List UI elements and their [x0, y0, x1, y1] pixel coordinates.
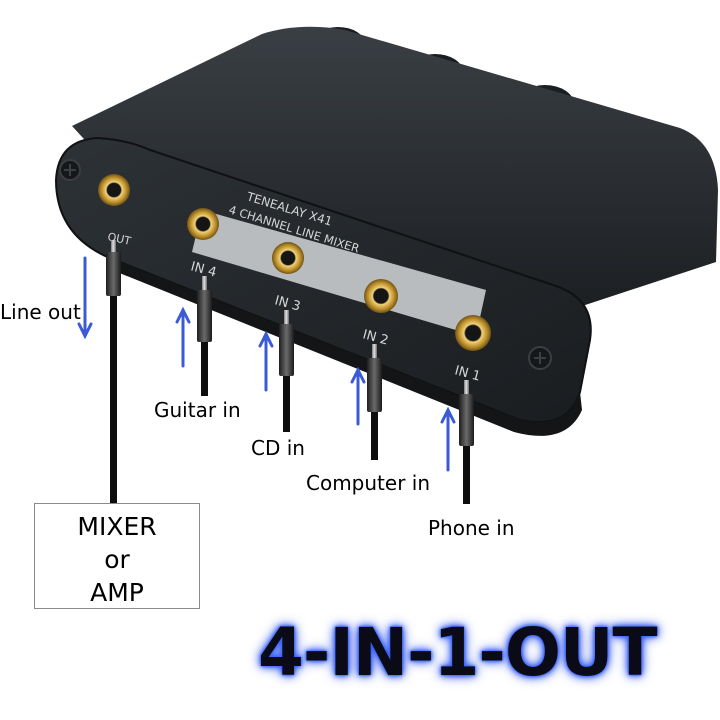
- label-guitar-in: Guitar in: [154, 398, 241, 422]
- port-label-in2: IN 2: [361, 327, 390, 348]
- mixer-or-amp-box: MIXER or AMP: [34, 503, 200, 609]
- cable-in4: [197, 276, 212, 396]
- port-label-in1: IN 1: [453, 363, 482, 384]
- device-top: [72, 26, 718, 311]
- jack-in4: [187, 208, 219, 240]
- cable-out: [106, 240, 121, 506]
- label-cd-in: CD in: [251, 436, 305, 460]
- arrow-up-icon: [350, 366, 366, 426]
- tagline: 4-IN-1-OUT: [258, 614, 658, 691]
- label-line-out: Line out: [0, 300, 81, 324]
- cable-in3: [279, 310, 294, 432]
- jack-in3: [272, 242, 304, 274]
- jack-out: [98, 174, 130, 206]
- cable-in1: [459, 380, 474, 504]
- jack-in1: [455, 315, 491, 351]
- port-label-in4: IN 4: [189, 259, 218, 280]
- arrow-up-icon: [175, 306, 191, 368]
- label-computer-in: Computer in: [306, 471, 431, 495]
- label-phone-in: Phone in: [428, 516, 515, 540]
- amp-box-line-2: or: [104, 545, 130, 574]
- arrow-up-icon: [258, 330, 274, 392]
- arrow-down-icon: [77, 256, 93, 340]
- arrow-up-icon: [440, 406, 456, 472]
- amp-box-line-1: MIXER: [77, 512, 157, 541]
- jack-in2: [364, 279, 398, 313]
- port-label-in3: IN 3: [273, 293, 302, 314]
- amp-box-line-3: AMP: [90, 578, 144, 607]
- label-strip: [192, 210, 486, 336]
- cable-in2: [367, 344, 382, 460]
